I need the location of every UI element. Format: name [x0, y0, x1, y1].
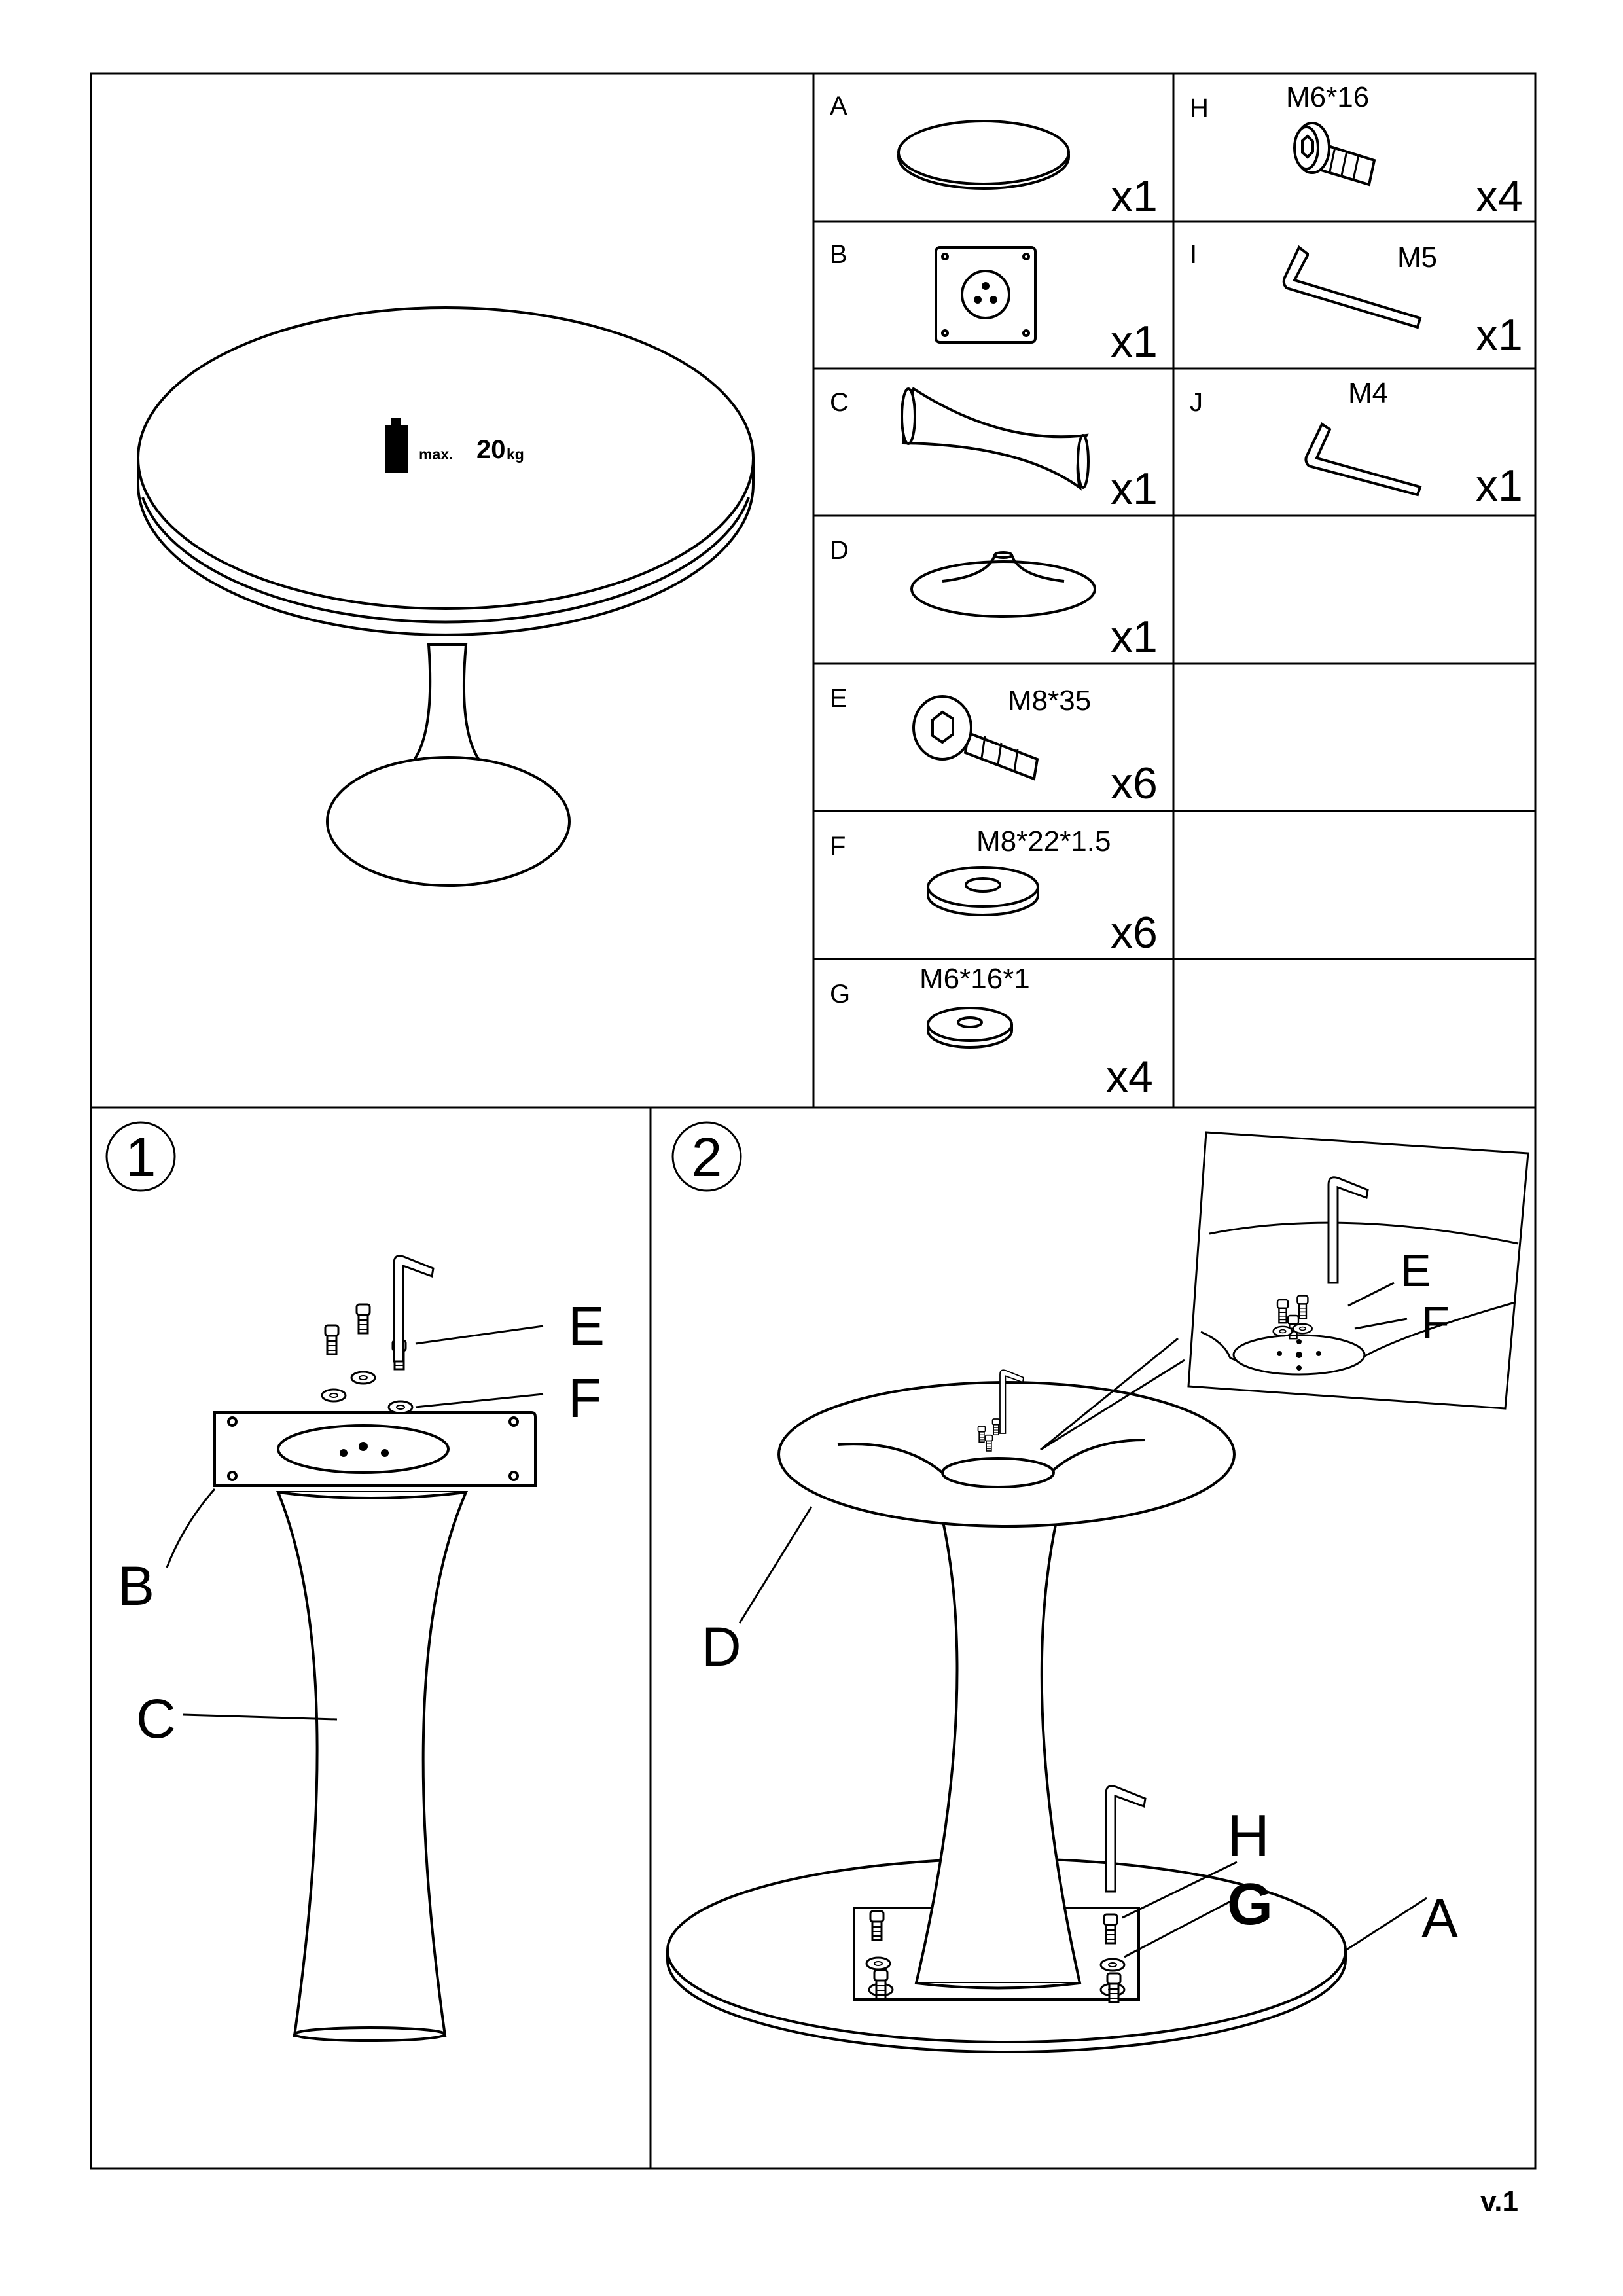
- part-cell-j: J M4 x1: [1190, 377, 1523, 511]
- pedestal-base-icon: [910, 551, 1096, 618]
- part-letter: H: [1190, 94, 1209, 122]
- table-overview: [137, 306, 755, 887]
- part-cell-i: I M5 x1: [1190, 240, 1523, 360]
- washer-icon: [927, 866, 1039, 916]
- callout-label-a: A: [1421, 1888, 1458, 1949]
- callout-label-f: F: [568, 1367, 601, 1429]
- part-spec: M8*22*1.5: [976, 825, 1111, 857]
- callout-label-d: D: [702, 1616, 741, 1677]
- part-letter: I: [1190, 240, 1197, 269]
- part-cell-f: F M8*22*1.5 x6: [830, 825, 1158, 958]
- part-cell-g: G M6*16*1 x4: [830, 963, 1153, 1102]
- pedestal-column-icon: [914, 1517, 1082, 1990]
- frame-lines: [90, 72, 1537, 2170]
- part-qty: x1: [1476, 461, 1523, 511]
- part-spec: M6*16: [1286, 81, 1369, 113]
- callout-label-b: B: [118, 1555, 154, 1617]
- callout-label-e: E: [568, 1295, 605, 1357]
- part-qty: x6: [1111, 908, 1158, 958]
- callout-label-h: H: [1227, 1803, 1270, 1869]
- part-cell-a: A x1: [830, 92, 1158, 221]
- hex-bolt-icon: [912, 695, 1039, 781]
- parts-list: A x1 B x1 C x1: [830, 81, 1523, 1102]
- part-qty: x1: [1111, 464, 1158, 514]
- part-qty: x4: [1106, 1052, 1153, 1102]
- round-tabletop-icon: [897, 120, 1070, 190]
- part-cell-h: H M6*16 x4: [1190, 81, 1523, 221]
- part-letter: E: [830, 684, 847, 713]
- version-label: v.1: [1480, 2185, 1518, 2217]
- step-number: 2: [692, 1126, 722, 1188]
- part-qty: x4: [1476, 171, 1523, 221]
- part-letter: J: [1190, 388, 1203, 417]
- callout-label-c: C: [136, 1688, 176, 1749]
- part-qty: x1: [1111, 171, 1158, 221]
- part-cell-b: B x1: [830, 240, 1158, 367]
- part-spec: M4: [1348, 377, 1388, 409]
- allen-key-icon: [1304, 422, 1422, 497]
- leader-lines: [166, 1325, 544, 1721]
- weight-unit-label: kg: [507, 446, 524, 463]
- part-letter: D: [830, 536, 849, 565]
- weight-value-label: 20: [476, 435, 506, 464]
- step-number-badge: [105, 1121, 176, 1192]
- part-cell-c: C x1: [830, 386, 1158, 514]
- weight-max-label: max.: [419, 446, 453, 463]
- part-letter: B: [830, 240, 847, 269]
- part-letter: F: [830, 832, 846, 861]
- callout-label-g: G: [1227, 1872, 1273, 1937]
- part-qty: x6: [1111, 759, 1158, 808]
- pedestal-base-icon: [777, 1381, 1236, 1528]
- part-qty: x1: [1111, 317, 1158, 367]
- zoom-pointer: [1040, 1337, 1185, 1451]
- allen-key-icon: [393, 1255, 435, 1363]
- inset-label-f: F: [1421, 1297, 1450, 1348]
- part-cell-e: E M8*35 x6: [830, 684, 1158, 808]
- step-1-panel: 1 E F B C: [105, 1121, 605, 2042]
- part-qty: x1: [1476, 310, 1523, 360]
- inset-label-e: E: [1400, 1245, 1431, 1296]
- part-letter: A: [830, 92, 847, 120]
- pedestal-column-icon: [276, 1491, 469, 2042]
- leader-lines: [738, 1506, 1427, 1958]
- allen-key-icon: [1282, 245, 1422, 329]
- weight-icon: [385, 418, 408, 473]
- part-letter: C: [830, 388, 849, 417]
- part-spec: M5: [1397, 242, 1437, 274]
- step-number-badge: [671, 1121, 742, 1192]
- step-number: 1: [126, 1126, 156, 1188]
- part-qty: x1: [1111, 612, 1158, 662]
- washer-icon: [927, 1007, 1013, 1049]
- square-plate-icon: [935, 246, 1037, 344]
- screw-icon: [1293, 122, 1376, 187]
- square-plate-icon: [213, 1411, 537, 1499]
- pedestal-column-icon: [901, 386, 1090, 491]
- part-letter: G: [830, 980, 850, 1009]
- part-spec: M6*16*1: [919, 963, 1030, 995]
- step-2-panel: 2: [666, 1121, 1529, 2053]
- part-spec: M8*35: [1008, 685, 1091, 717]
- part-cell-d: D x1: [830, 536, 1158, 662]
- zoom-inset: E F: [1187, 1131, 1529, 1410]
